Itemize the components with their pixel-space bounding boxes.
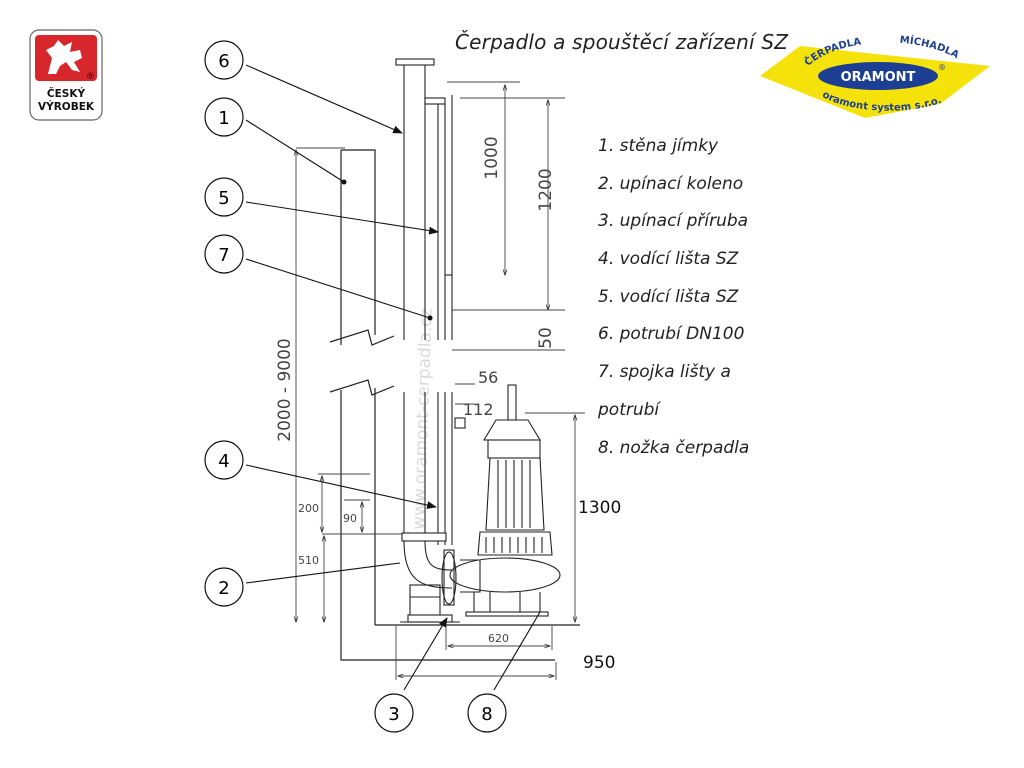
- callout-6: 6: [204, 40, 244, 80]
- dim-2000-9000: 2000 - 9000: [275, 338, 295, 441]
- callout-1: 1: [204, 97, 244, 137]
- callout-3: 3: [374, 693, 414, 733]
- callout-8: 8: [467, 693, 507, 733]
- callout-circles: 6 1 5 7 4 2 3: [204, 40, 507, 733]
- duckfoot-elbow: [400, 540, 460, 623]
- legend-item: 5. vodící lišta SZ: [598, 286, 739, 307]
- page-title: Čerpadlo a spouštěcí zařízení SZ: [455, 30, 789, 54]
- legend-item: 3. upínací příruba: [598, 211, 749, 232]
- dimension-lines: [296, 81, 585, 680]
- svg-text:5: 5: [218, 188, 229, 209]
- submersible-pump: [449, 384, 561, 617]
- logo-brand: ORAMONT: [841, 70, 916, 85]
- legend-item: 2. upínací koleno: [598, 173, 744, 194]
- dim-90: 90: [343, 512, 357, 525]
- watermark: www.oramont-cerpadla.cz: [409, 308, 437, 530]
- dim-56: 56: [478, 368, 498, 387]
- legend-item: 8. nožka čerpadla: [598, 437, 750, 458]
- lion-icon: [46, 40, 82, 74]
- svg-text:4: 4: [218, 451, 229, 472]
- svg-text:8: 8: [481, 704, 492, 725]
- pit-wall: [329, 149, 580, 661]
- dim-50: 50: [536, 327, 556, 349]
- dim-200: 200: [298, 502, 319, 515]
- svg-text:3: 3: [388, 704, 399, 725]
- legend-item: 7. spojka lišty a: [598, 362, 731, 383]
- logo-left-line2: VÝROBEK: [38, 100, 95, 113]
- dimension-labels: 1000 1200 50 56 112 2000 - 9000 200 90 5…: [275, 136, 621, 673]
- logo-arc-top-right: MÍCHADLA: [899, 34, 961, 61]
- callout-7: 7: [204, 234, 244, 274]
- dim-950: 950: [583, 653, 615, 673]
- svg-text:7: 7: [218, 245, 229, 266]
- callout-2: 2: [204, 567, 244, 607]
- legend-item: 6. potrubí DN100: [598, 324, 745, 345]
- callout-leaders: [245, 64, 541, 691]
- legend-item: potrubí: [598, 399, 660, 420]
- svg-text:6: 6: [218, 51, 229, 72]
- dim-1300: 1300: [578, 498, 621, 518]
- svg-text:2: 2: [218, 578, 229, 599]
- legend-item: 4. vodící lišta SZ: [598, 249, 739, 270]
- legend-list: 1. stěna jímky 2. upínací koleno 3. upín…: [598, 128, 749, 467]
- dim-620: 620: [488, 632, 509, 645]
- logo-left-line1: ČESKÝ: [47, 87, 86, 100]
- callout-4: 4: [204, 440, 244, 480]
- discharge-pipe: [395, 58, 466, 545]
- svg-text:1: 1: [218, 108, 229, 129]
- oramont-logo: ORAMONT ® ČERPADLA MÍCHADLA oramont syst…: [760, 34, 990, 118]
- callout-5: 5: [204, 177, 244, 217]
- dim-1000: 1000: [482, 136, 502, 179]
- legend-item: 1. stěna jímky: [598, 136, 719, 156]
- logo-left-mark: ®: [86, 72, 95, 82]
- dim-510: 510: [298, 554, 319, 567]
- cesky-vyrobek-logo: ® ČESKÝ VÝROBEK: [29, 29, 103, 121]
- logo-right-mark: ®: [938, 63, 946, 72]
- dim-112: 112: [463, 400, 494, 419]
- dim-1200: 1200: [536, 168, 556, 211]
